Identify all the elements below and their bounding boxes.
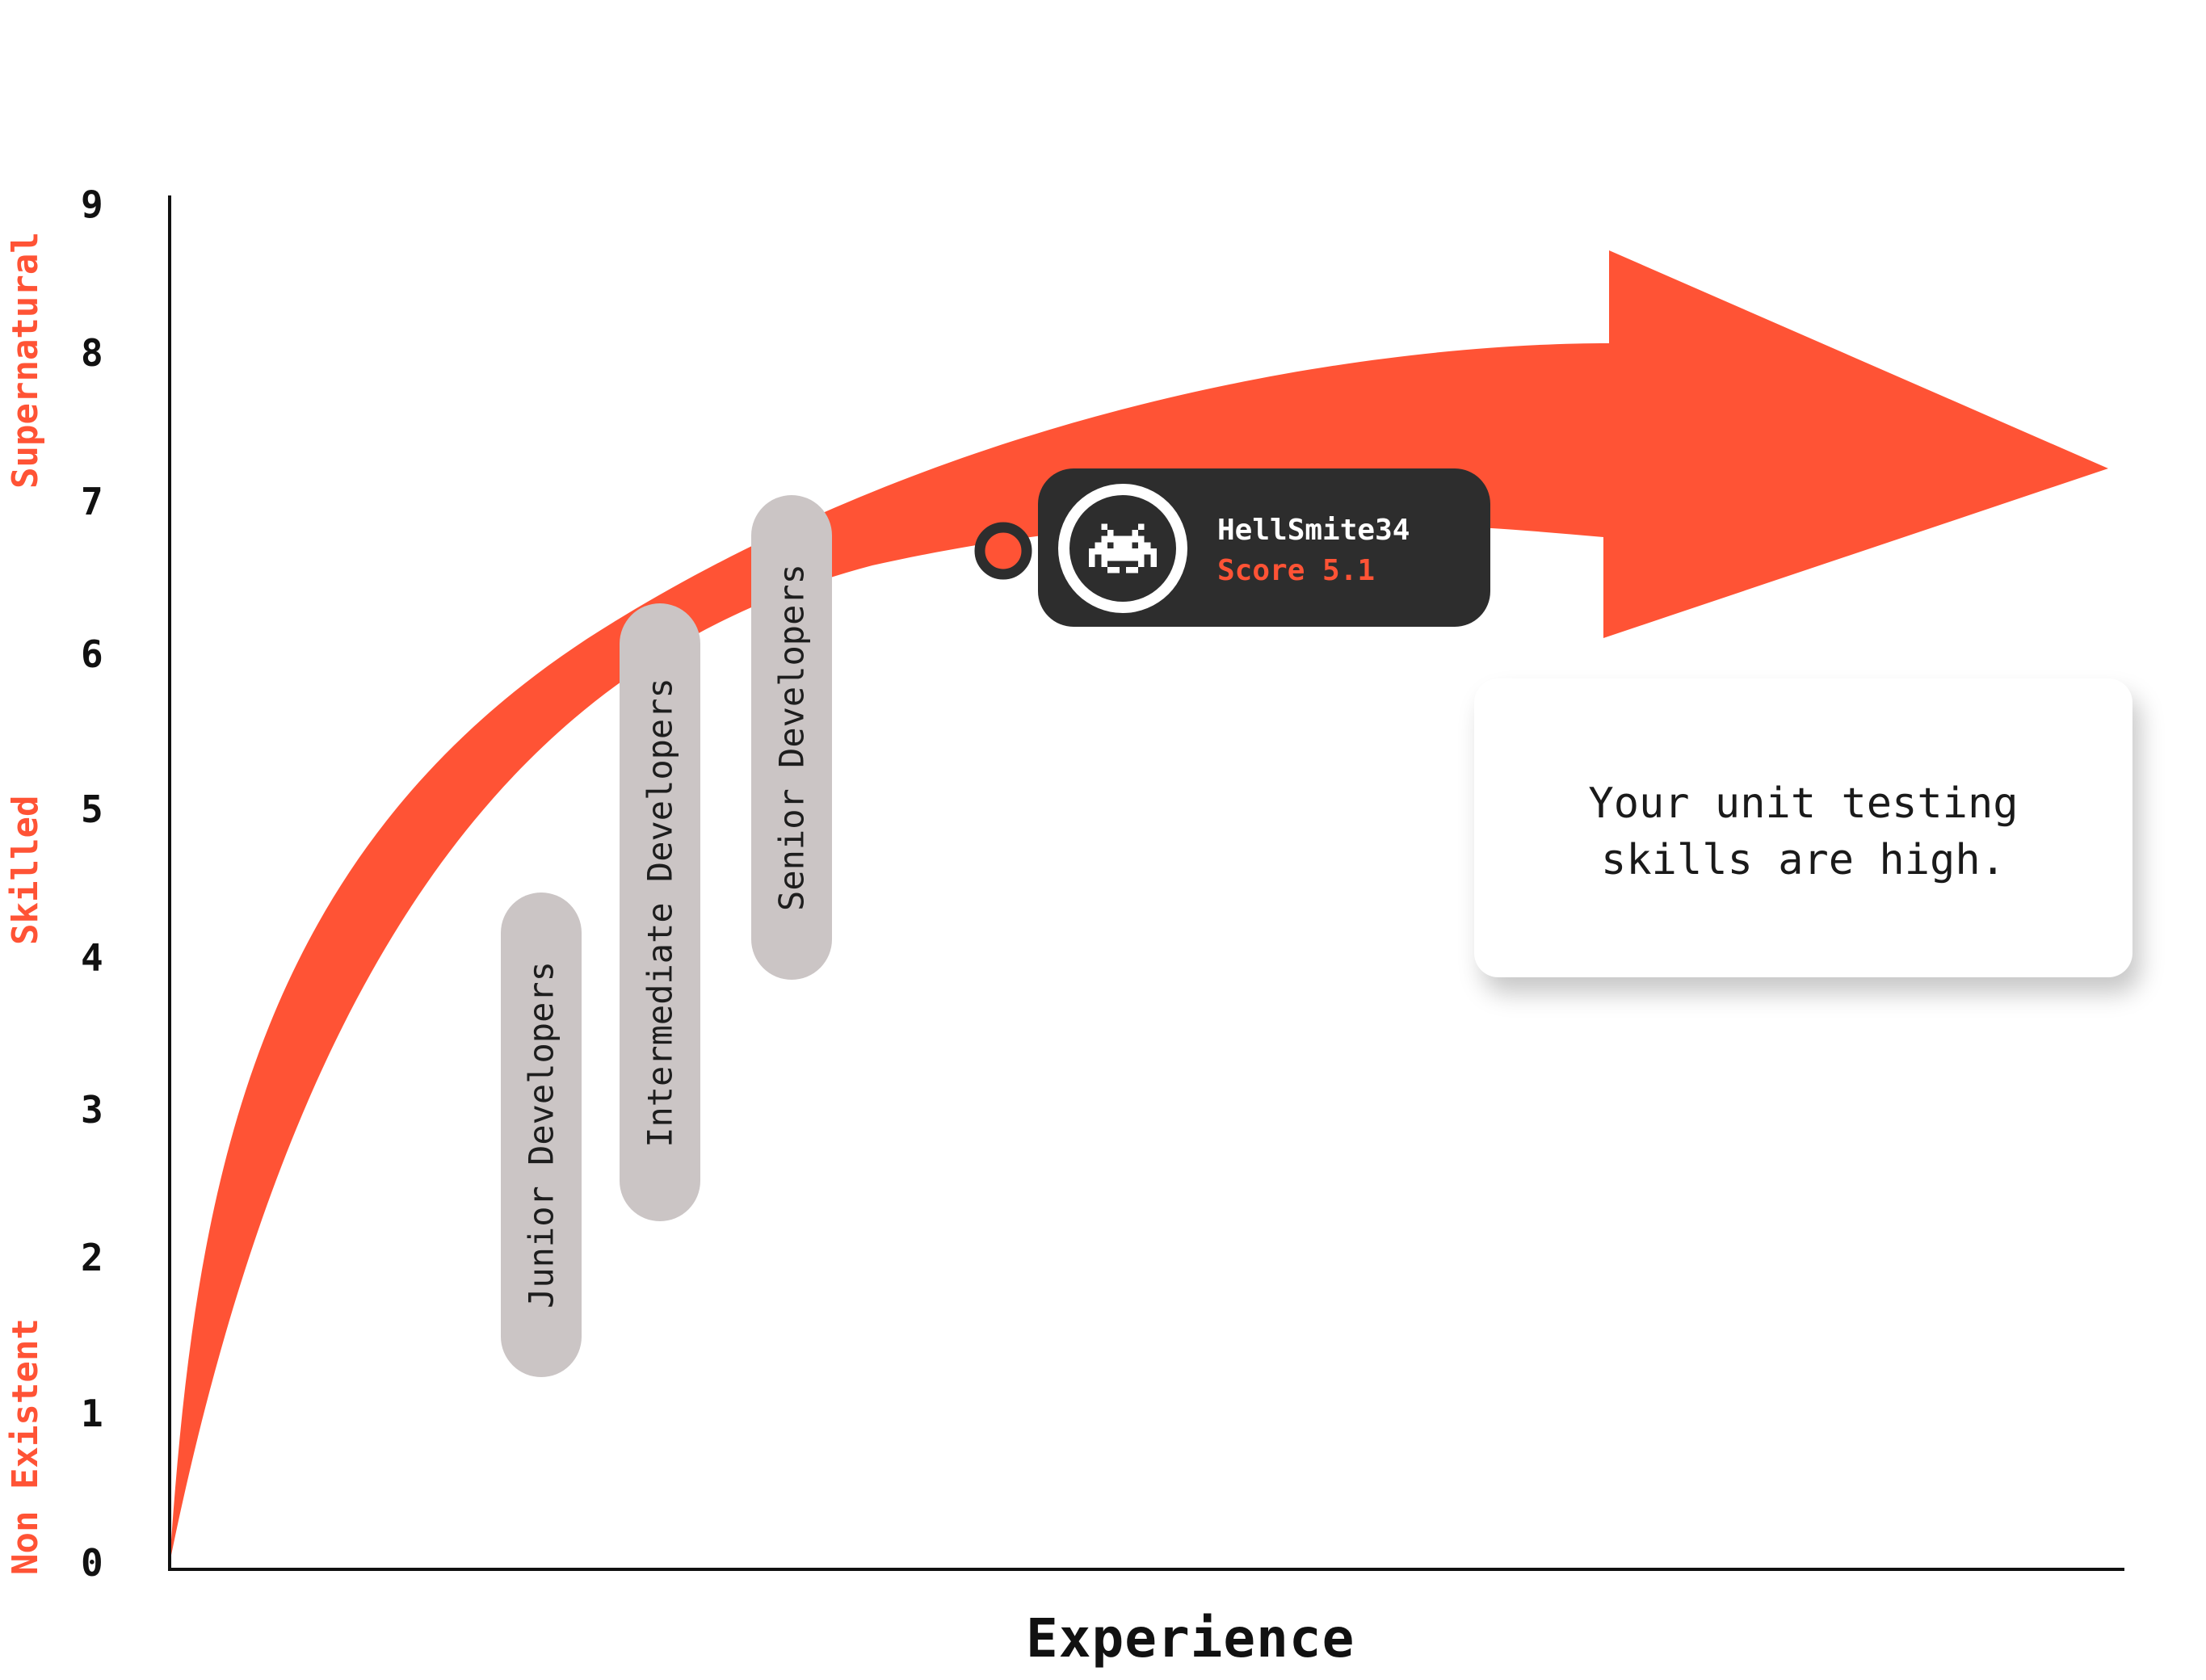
user-marker [974,522,1032,580]
growth-arrow [170,250,2108,1563]
user-score: Score 5.1 [1217,554,1376,587]
y-tick-label-3: 3 [81,1088,103,1132]
y-tick-label-0: 0 [81,1541,103,1585]
space-invader-icon [1089,523,1157,573]
y-tick-label-6: 6 [81,632,103,676]
result-card: Your unit testing skills are high. [1474,678,2132,977]
intermediate-developers-label: Intermediate Developers [640,677,680,1148]
avatar [1058,484,1187,613]
senior-developers-pill: Senior Developers [751,495,832,980]
user-badge: HellSmite34 Score 5.1 [1038,468,1490,627]
y-tick-label-2: 2 [81,1236,103,1279]
y-tick-label-7: 7 [81,480,103,523]
y-tick-label-8: 8 [81,331,103,375]
junior-developers-label: Junior Developers [521,961,561,1308]
junior-developers-pill: Junior Developers [501,892,582,1377]
y-tick-label-5: 5 [81,788,103,831]
user-name: HellSmite34 [1217,514,1410,547]
y-tick-label-9: 9 [81,183,103,226]
y-tick-label-4: 4 [81,936,103,980]
senior-developers-label: Senior Developers [771,564,812,911]
y-tick-label-1: 1 [81,1392,103,1435]
level-label-non-existent: Non Existent [5,1318,46,1575]
result-message-line-1: Your unit testing [1588,779,2019,828]
level-label-skilled: Skilled [5,795,46,945]
level-label-supernatural: Supernatural [5,232,46,489]
result-message-line-2: skills are high. [1601,836,2006,884]
intermediate-developers-pill: Intermediate Developers [620,603,700,1221]
x-axis-label: Experience [1026,1607,1355,1670]
